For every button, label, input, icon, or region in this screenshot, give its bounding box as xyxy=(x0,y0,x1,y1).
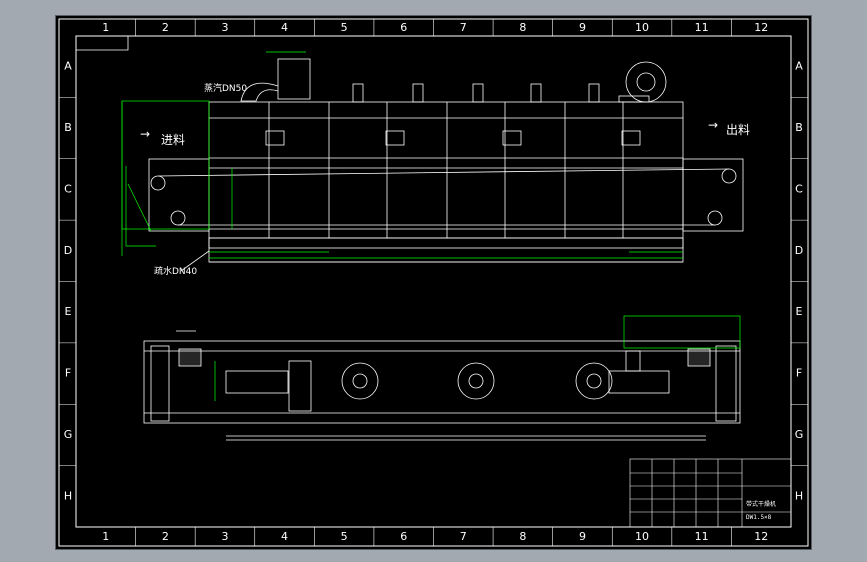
inner-border xyxy=(75,35,792,528)
column-label: 4 xyxy=(281,530,288,543)
column-label: 7 xyxy=(460,21,467,34)
column-label: 1 xyxy=(102,530,109,543)
column-label: 9 xyxy=(579,530,586,543)
column-label: 11 xyxy=(695,21,709,34)
row-labels-left: A B C D E F G H xyxy=(64,60,73,503)
row-label: B xyxy=(64,121,72,134)
row-label: E xyxy=(65,305,72,318)
column-label: 12 xyxy=(754,21,768,34)
row-label: A xyxy=(795,60,803,73)
title-block-code: DW1.5×8 xyxy=(746,514,772,521)
column-label: 11 xyxy=(695,530,709,543)
column-label: 6 xyxy=(400,21,407,34)
row-label: H xyxy=(795,489,803,502)
row-label: A xyxy=(64,60,72,73)
feed-arrow-icon: → xyxy=(140,127,150,141)
plan-dimensions xyxy=(214,315,741,401)
column-label: 4 xyxy=(281,21,288,34)
column-label: 3 xyxy=(221,21,228,34)
title-block xyxy=(629,458,792,528)
row-label: F xyxy=(65,367,71,380)
row-label: D xyxy=(64,244,72,257)
column-label: 8 xyxy=(519,530,526,543)
row-label: E xyxy=(796,305,803,318)
column-label: 2 xyxy=(162,530,169,543)
row-label: H xyxy=(64,489,72,502)
elevation-dimensions xyxy=(121,51,683,259)
note-discharge: 出料 xyxy=(726,123,750,137)
column-label: 1 xyxy=(102,21,109,34)
discharge-arrow-icon: → xyxy=(708,118,718,132)
note-drain: 疏水DN40 xyxy=(154,265,197,277)
column-label: 8 xyxy=(519,21,526,34)
column-label: 10 xyxy=(635,21,649,34)
plan-view xyxy=(143,330,741,441)
column-label: 6 xyxy=(400,530,407,543)
column-label: 5 xyxy=(341,530,348,543)
column-label: 3 xyxy=(221,530,228,543)
note-steam-inlet: 蒸汽DN50 xyxy=(204,82,247,94)
title-block-title: 带式干燥机 xyxy=(746,500,776,508)
row-labels-right: A B C D E F G H xyxy=(795,60,804,503)
note-feed-in: 进料 xyxy=(161,133,185,147)
corner-mark xyxy=(76,36,129,51)
row-label: F xyxy=(796,367,802,380)
outer-border xyxy=(58,18,809,547)
row-label: C xyxy=(795,182,803,195)
row-label: C xyxy=(64,182,72,195)
elevation-view xyxy=(148,58,744,272)
row-label: B xyxy=(795,121,803,134)
column-label: 7 xyxy=(460,530,467,543)
row-label: G xyxy=(795,428,804,441)
grid-ticks xyxy=(59,19,808,546)
column-label: 2 xyxy=(162,21,169,34)
column-label: 10 xyxy=(635,530,649,543)
column-label: 12 xyxy=(754,530,768,543)
row-label: D xyxy=(795,244,803,257)
row-label: G xyxy=(64,428,73,441)
column-label: 5 xyxy=(341,21,348,34)
column-label: 9 xyxy=(579,21,586,34)
